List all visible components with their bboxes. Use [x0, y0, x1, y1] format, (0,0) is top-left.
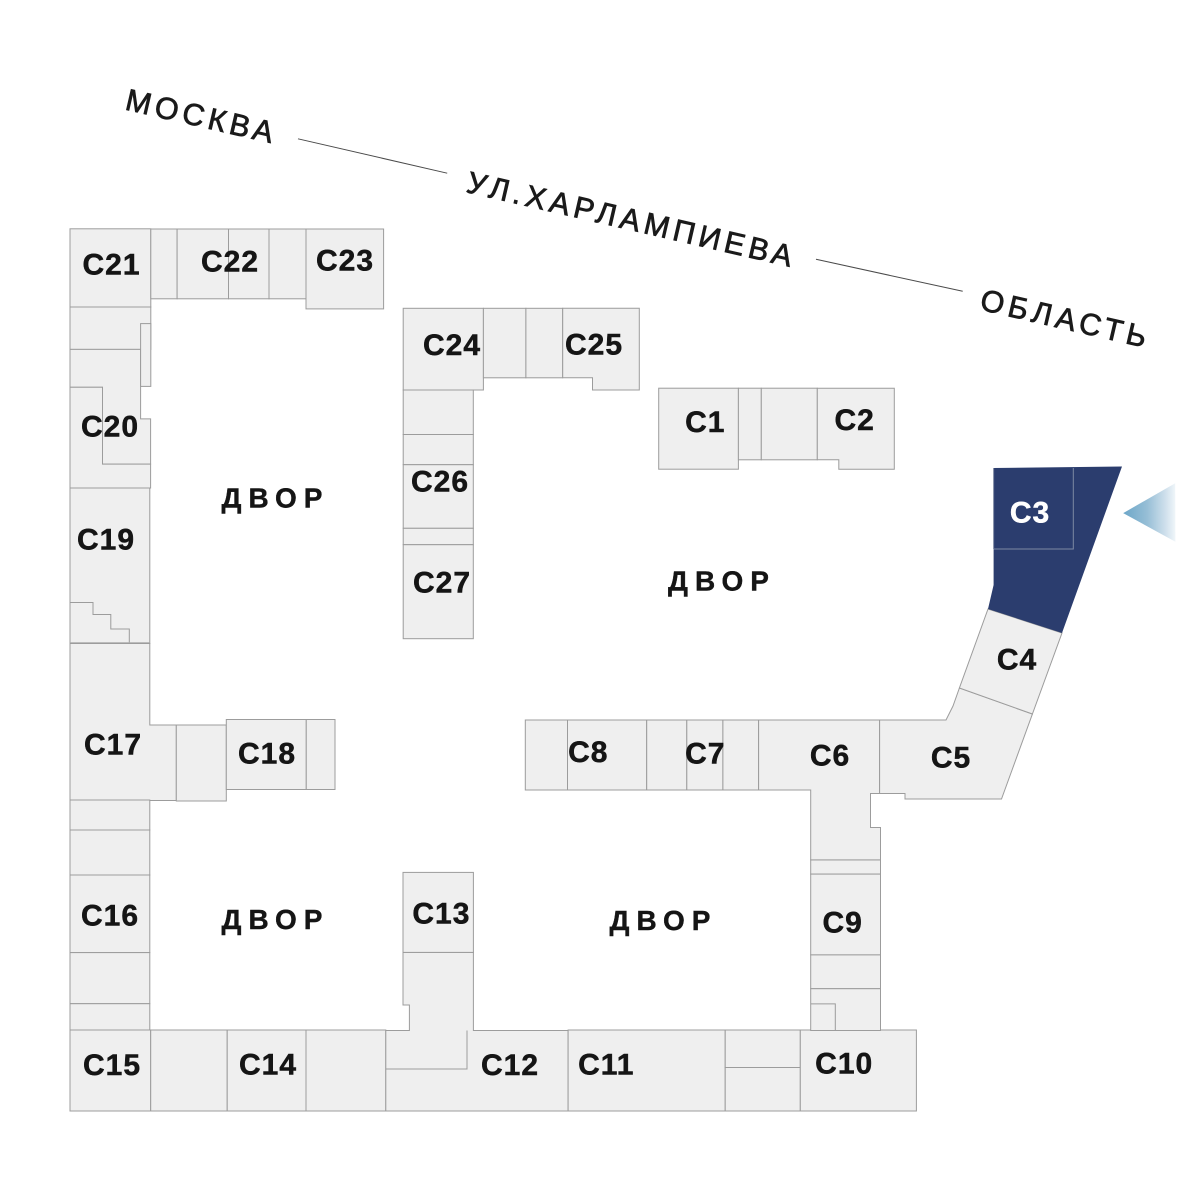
svg-text:С2: С2 — [835, 404, 875, 437]
svg-text:С24: С24 — [423, 329, 481, 362]
svg-text:ОБЛАСТЬ: ОБЛАСТЬ — [977, 283, 1154, 355]
svg-text:С13: С13 — [412, 897, 470, 930]
svg-text:С20: С20 — [81, 410, 139, 443]
svg-text:С22: С22 — [201, 245, 259, 278]
svg-text:С26: С26 — [411, 466, 469, 499]
svg-text:С21: С21 — [82, 248, 140, 281]
svg-text:УЛ.ХАРЛАМПИЕВА: УЛ.ХАРЛАМПИЕВА — [464, 166, 800, 275]
svg-text:С23: С23 — [316, 244, 374, 277]
svg-text:ДВОР: ДВОР — [668, 566, 776, 597]
svg-text:С7: С7 — [685, 738, 725, 771]
svg-text:С16: С16 — [81, 899, 139, 932]
svg-text:С15: С15 — [83, 1049, 141, 1082]
svg-text:С11: С11 — [578, 1048, 634, 1081]
svg-text:С8: С8 — [568, 736, 608, 769]
svg-text:С9: С9 — [823, 907, 863, 940]
svg-text:С4: С4 — [997, 643, 1037, 676]
svg-text:ДВОР: ДВОР — [610, 905, 718, 936]
svg-text:С17: С17 — [84, 728, 142, 761]
svg-text:С3: С3 — [1010, 496, 1050, 529]
svg-text:ДВОР: ДВОР — [222, 483, 330, 514]
svg-text:МОСКВА: МОСКВА — [122, 83, 281, 151]
svg-text:С10: С10 — [815, 1048, 873, 1081]
svg-text:С25: С25 — [565, 329, 623, 362]
svg-text:С19: С19 — [77, 523, 135, 556]
svg-text:С1: С1 — [685, 406, 725, 439]
svg-text:С14: С14 — [239, 1048, 297, 1081]
svg-text:С27: С27 — [413, 566, 471, 599]
svg-text:С6: С6 — [810, 740, 850, 773]
svg-text:С5: С5 — [931, 741, 971, 774]
svg-text:С12: С12 — [481, 1049, 539, 1082]
svg-text:ДВОР: ДВОР — [222, 904, 330, 935]
svg-text:С18: С18 — [238, 737, 296, 770]
